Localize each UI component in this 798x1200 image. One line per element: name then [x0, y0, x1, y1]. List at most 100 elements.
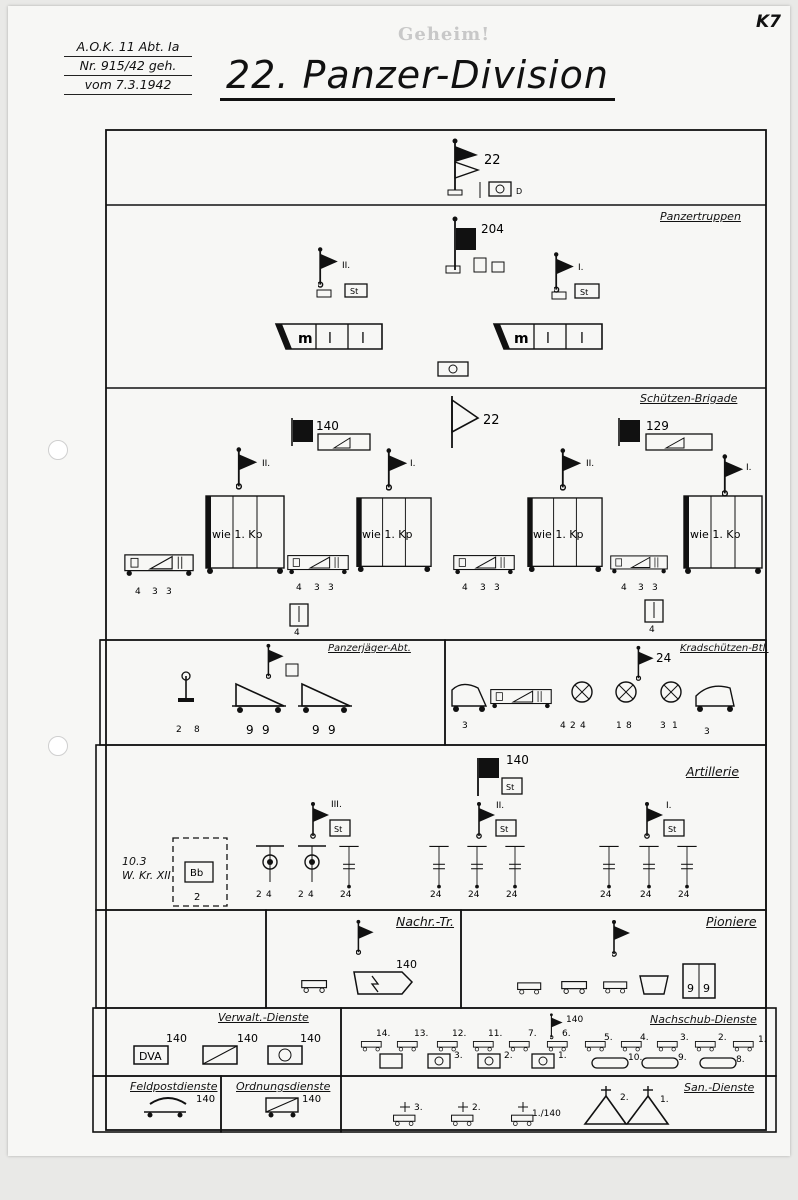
artillery-battalion-2-label: II. — [496, 801, 504, 811]
column-number: 3. — [454, 1051, 463, 1061]
column-number: 12. — [452, 1029, 466, 1039]
supply-columns-row-2 — [379, 1053, 737, 1069]
panzer-battalion-1-staff — [574, 283, 600, 299]
regimental-flak-symbol — [644, 599, 664, 623]
staff-label: St — [350, 287, 358, 296]
count-label: 1 — [616, 721, 622, 731]
panzer-regiment-hq — [445, 216, 505, 274]
panzerjaeger-hq-flag — [266, 643, 285, 680]
count-label: 3 — [328, 583, 334, 593]
staff-label: St — [334, 825, 342, 834]
kradschuetzen-heavy-vehicle — [695, 685, 735, 712]
count-label: 24 — [678, 890, 690, 900]
count-label: 3 — [660, 721, 666, 731]
company-letter: l — [546, 331, 550, 347]
rifle-regiment-a-number: 140 — [316, 419, 339, 433]
artillery-note-line: W. Kr. XII — [122, 869, 171, 882]
pioneer-company-box — [682, 963, 716, 999]
count-label: 3 — [152, 587, 158, 597]
supply-columns-row — [360, 1040, 754, 1052]
reference-line: Nr. 915/42 geh. — [64, 57, 192, 76]
signals-company-symbol — [353, 971, 414, 995]
feldpost-symbol — [144, 1097, 187, 1118]
signals-company-vehicle — [301, 979, 328, 994]
support-company-symbol — [610, 555, 668, 574]
brigade-hq-symbol — [451, 396, 480, 448]
column-number: 13. — [414, 1029, 428, 1039]
count-label: 3 — [704, 727, 710, 737]
field-police-symbol — [265, 1097, 299, 1118]
artillery-battery-symbol — [598, 845, 620, 890]
count-label: 3 — [652, 583, 658, 593]
bb-label: Bb — [190, 868, 203, 879]
artillery-battery-symbol — [638, 845, 660, 890]
supply-hq-flag — [550, 1012, 564, 1040]
column-number: 3. — [680, 1033, 689, 1043]
panzerjaeger-company-symbol — [298, 682, 352, 713]
count-label: 3 — [462, 721, 468, 731]
count-label: 4 — [135, 587, 141, 597]
document-reference: A.O.K. 11 Abt. Ia Nr. 915/42 geh. vom 7.… — [58, 38, 198, 95]
rifle-regiment-b-hq — [618, 418, 713, 451]
artillery-battery-symbol — [428, 845, 450, 890]
company-letter: l — [580, 331, 584, 347]
division-hq-symbol — [447, 138, 512, 198]
kradschuetzen-number: 24 — [656, 651, 671, 665]
kradschuetzen-heavy-company — [451, 683, 488, 712]
rifle-battalion-flag — [722, 453, 745, 497]
section-label-kradschuetzen: Kradschützen-Btl. — [680, 643, 769, 654]
column-number: 9. — [678, 1053, 687, 1063]
brigade-number: 22 — [483, 413, 500, 428]
section-label-panzerjaeger: Panzerjäger-Abt. — [328, 643, 411, 654]
signals-hq-flag — [356, 919, 375, 956]
rifle-battalion-1-label: I. — [746, 463, 752, 473]
artillery-battery-symbol — [504, 845, 526, 890]
feldpost-number: 140 — [196, 1094, 215, 1105]
count-label: 4 — [296, 583, 302, 593]
panzer-companies-left — [274, 323, 383, 350]
column-number: 5. — [604, 1033, 613, 1043]
count-label: 9 — [328, 723, 336, 737]
column-number: 2. — [504, 1051, 513, 1061]
document-sheet — [8, 6, 790, 1156]
artillery-regiment-hq — [477, 758, 523, 796]
count-label: 24 — [430, 890, 442, 900]
count-label: 8 — [626, 721, 632, 731]
count-label: 4 — [266, 890, 272, 900]
count-label: 24 — [600, 890, 612, 900]
column-number: 1. — [758, 1035, 767, 1045]
staff-label: St — [668, 825, 676, 834]
panzer-companies-right — [492, 323, 603, 350]
medical-number: 2. — [472, 1103, 481, 1113]
pioneer-bridge-column — [561, 980, 588, 995]
count-label: 3 — [638, 583, 644, 593]
pioneer-vehicle — [516, 982, 542, 995]
column-number: 6. — [562, 1029, 571, 1039]
count-label: 9 — [262, 723, 270, 737]
staff-label: St — [500, 825, 508, 834]
count-label: 3 — [494, 583, 500, 593]
artillery-battery-symbol — [676, 845, 698, 890]
section-label-ordnung: Ordnungsdienste — [236, 1080, 331, 1093]
rifle-battalion-2-label: II. — [586, 459, 594, 469]
panzer-workshop-symbol — [437, 361, 469, 377]
page-title: 22. Panzer-Division — [220, 52, 615, 101]
count-label: 3 — [480, 583, 486, 593]
count-label: 4 — [308, 890, 314, 900]
dva-label: DVA — [139, 1050, 162, 1063]
pioneer-bridge-column — [602, 981, 628, 994]
artillery-battery-symbol — [466, 845, 488, 890]
section-label-nachschub: Nachschub-Dienste — [650, 1013, 757, 1026]
artillery-battalion-1-label: I. — [666, 801, 672, 811]
column-number: 11. — [488, 1029, 502, 1039]
motorcycle-company-symbol — [615, 681, 637, 703]
heavy-battery-symbol — [298, 845, 326, 882]
corner-mark: K7 — [756, 12, 782, 32]
rifle-battalion-flag — [386, 447, 409, 491]
supply-number: 140 — [566, 1015, 583, 1025]
rifle-battalion-2-label: II. — [262, 459, 270, 469]
count-label: 24 — [340, 890, 352, 900]
count-label: 9 — [312, 723, 320, 737]
staff-label: St — [580, 288, 588, 297]
panzer-battalion-2-staff — [344, 283, 368, 298]
